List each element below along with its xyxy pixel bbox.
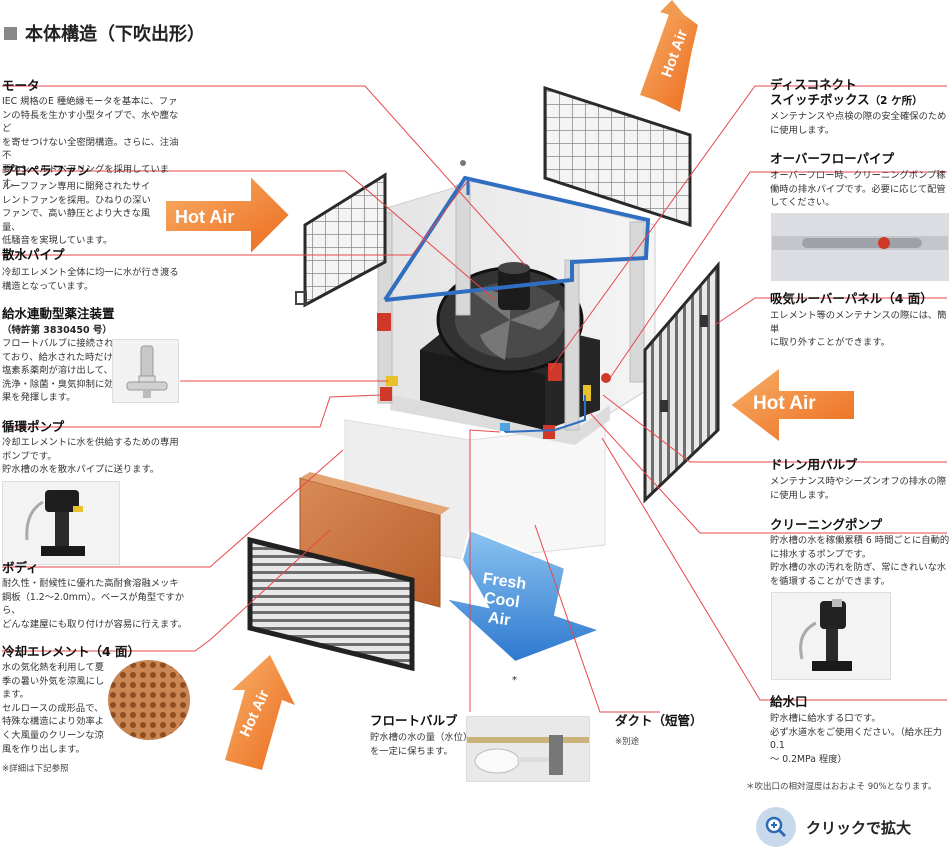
overflow-pipe-title: オーバーフローパイプ [770, 151, 895, 166]
duct-note: ※別途 [615, 737, 640, 747]
disconnect-switch-title-line2: スイッチボックス（2 ケ所） [770, 92, 923, 107]
hot-air-label-left: Hot Air [175, 207, 235, 227]
overflow-pipe-image [772, 236, 948, 250]
fresh-air-arrow [441, 528, 603, 664]
body-title: ボディ [2, 560, 39, 575]
hot-air-arrow-left [164, 172, 292, 258]
hot-air-arrow-right [728, 364, 856, 446]
float-valve-title: フロートバルブ [370, 713, 458, 728]
motor-title: モータ [2, 78, 40, 93]
fresh-air-asterisk: * [512, 675, 517, 686]
float-valve-photo [466, 716, 590, 782]
click-to-enlarge-label: クリックで拡大 [806, 818, 912, 837]
circulation-pump-image [25, 490, 85, 556]
cleaning-pump-photo [771, 592, 891, 680]
disconnect-switch-title-line1: ディスコネクト [770, 77, 857, 92]
circulation-pump-photo [2, 481, 120, 565]
cellulose-texture-image [108, 660, 190, 740]
cleaning-pump-desc: 貯水槽の水を稼働累積 6 時間ごとに自動的 に排水するポンプです。 貯水槽の水の… [770, 535, 950, 587]
intake-louver-desc: エレメント等のメンテナンスの際には、簡単 に取り外すことができます。 [770, 310, 947, 349]
fresh-cool-air-label: Fresh Cool Air [481, 570, 528, 630]
intake-louver-title: 吸気ルーバーパネル（4 面） [770, 291, 933, 306]
chemical-injector-subtitle: （特許第 3830450 号） [2, 325, 112, 336]
page-title-text: 本体構造（下吹出形） [25, 24, 205, 45]
hot-air-arrow-top [640, 0, 698, 112]
disconnect-switch-desc: メンテナンスや点検の際の安全確保のため に使用します。 [770, 111, 947, 136]
hot-air-label-right: Hot Air [753, 393, 816, 414]
drain-valve-desc: メンテナンス時やシーズンオフの排水の際 に使用します。 [770, 476, 946, 501]
spray-pipe-title: 散水パイプ [2, 247, 65, 262]
cooling-element-note: ※詳細は下記参照 [2, 764, 69, 774]
hot-air-arrow-bottom [225, 655, 295, 770]
float-valve-desc: 貯水槽の水の量（水位） を一定に保ちます。 [370, 732, 473, 757]
filter-panel-top [543, 85, 692, 228]
cleaning-pump-title: クリーニングポンプ [770, 517, 883, 532]
humidity-footnote: ＊吹出口の相対湿度はおおよそ 90%となります。 [746, 782, 937, 792]
cooling-element-photo [108, 660, 190, 740]
circulation-pump-title: 循環ポンプ [2, 419, 65, 434]
filter-panel-left [295, 172, 387, 308]
leader-lines [2, 85, 947, 713]
magnifier-icon [756, 807, 796, 847]
unit-body [377, 160, 656, 445]
click-to-enlarge-button[interactable]: クリックで拡大 [756, 805, 940, 849]
spray-pipe-desc: 冷却エレメント全体に均一に水が行き渡る 構造となっています。 [2, 267, 179, 292]
water-inlet-desc: 貯水槽に給水する口です。 必ず水道水をご使用ください。（給水圧力 0.1 〜 0… [770, 713, 942, 765]
cooling-element-title: 冷却エレメント（4 面） [2, 644, 141, 659]
propeller-fan-desc: ルーフファン専用に開発されたサイ レントファンを採用。ひねりの深い ファンで、高… [2, 181, 151, 247]
page-title: 本体構造（下吹出形） [4, 20, 205, 46]
water-inlet-title: 給水口 [770, 694, 808, 709]
chemical-injector-desc: フロートバルブに接続され ており、給水された時だけ 塩素系薬剤が溶け出して、 洗… [2, 338, 114, 404]
louver-panel-right [643, 260, 720, 504]
overflow-pipe-photo [771, 213, 949, 281]
chemical-injector-image [126, 345, 168, 398]
chemical-injector-title: 給水連動型薬注装置 [2, 306, 115, 321]
louver-panel-front [247, 536, 415, 672]
drain-valve-title: ドレン用バルブ [770, 457, 858, 472]
duct-title: ダクト（短管） [615, 713, 703, 728]
chemical-injector-photo [112, 339, 179, 403]
float-valve-image [467, 735, 589, 775]
cleaning-pump-image [799, 599, 852, 671]
motor-desc: IEC 規格のE 種絶縁モータを基本に、ファ ンの特長を生かす小型タイプで、水や… [2, 96, 179, 189]
circulation-pump-desc: 冷却エレメントに水を供給するための専用 ポンプです。 貯水槽の水を散水パイプに送… [2, 437, 179, 476]
body-desc: 耐久性・耐候性に優れた高耐食溶融メッキ 鋼板（1.2〜2.0mm）。ベースが角型… [2, 578, 188, 630]
cooling-element-desc: 水の気化熱を利用して夏 季の暑い外気を涼風にし ます。 セルロースの成形品で、 … [2, 662, 105, 755]
propeller-fan-title: プロペラファン [2, 163, 90, 178]
heading-square-icon [4, 26, 17, 40]
overflow-pipe-desc: オーバーフロー時、クリーニングポンプ稼 働時の排水パイプです。必要に応じて配管 … [770, 170, 946, 209]
